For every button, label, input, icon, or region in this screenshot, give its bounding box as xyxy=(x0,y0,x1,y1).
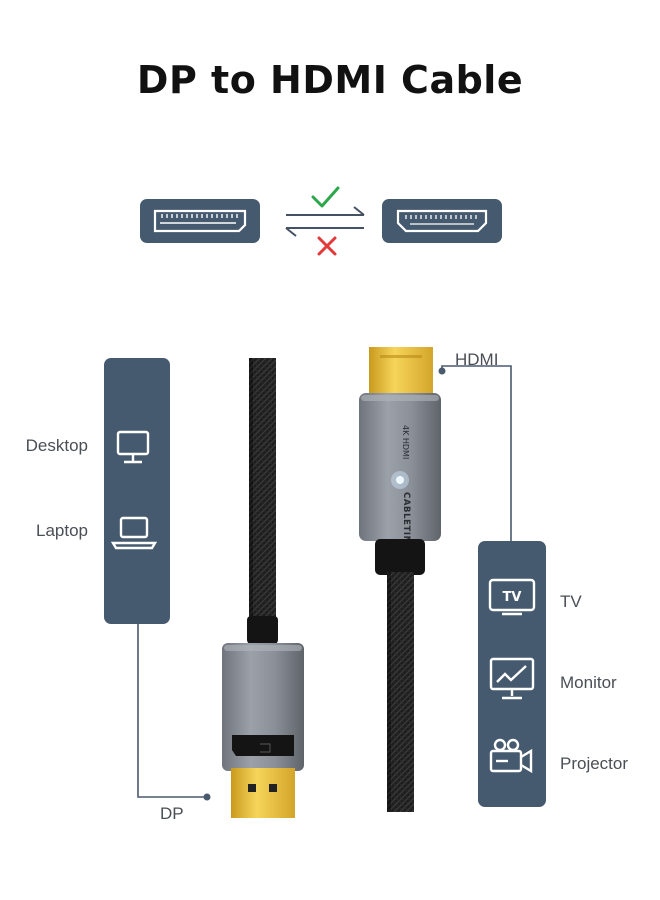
svg-text:TV: TV xyxy=(503,590,522,605)
connector-label-dp: DP xyxy=(160,804,184,823)
brand-text: CABLETIME xyxy=(401,492,411,551)
device-label-tv: TV xyxy=(560,592,582,611)
dp-leader-line xyxy=(137,624,206,798)
hdmi-port-badge xyxy=(382,199,502,243)
connector-label-hdmi: HDMI xyxy=(455,350,499,369)
dp-cable xyxy=(247,358,278,644)
display-device-panel: TV xyxy=(478,541,546,807)
hdmi-cable xyxy=(387,572,414,812)
hdmi-leader-line xyxy=(441,365,512,541)
spec-text: 4K HDMI xyxy=(401,425,410,459)
source-device-panel xyxy=(104,358,170,624)
dp-connector xyxy=(222,643,304,818)
check-icon xyxy=(311,186,340,208)
device-label-desktop: Desktop xyxy=(25,436,88,455)
desktop-monitor-icon xyxy=(116,430,150,464)
device-label-laptop: Laptop xyxy=(36,521,88,540)
laptop-icon xyxy=(110,516,158,550)
dp-latch-icon xyxy=(232,735,294,756)
device-label-projector: Projector xyxy=(560,754,629,773)
projector-camera-icon xyxy=(489,738,533,774)
dp-port-pins-icon xyxy=(160,214,238,224)
device-label-monitor: Monitor xyxy=(560,673,617,692)
dp-port-badge xyxy=(140,199,260,243)
hdmi-port-pins-icon xyxy=(405,215,477,225)
monitor-chart-icon xyxy=(489,657,535,700)
cross-icon xyxy=(317,236,337,256)
hdmi-connector: 4K HDMI CABLETIME xyxy=(359,347,441,575)
page-title: DP to HDMI Cable xyxy=(136,58,524,102)
led-indicator xyxy=(391,471,409,489)
direction-arrows xyxy=(285,186,365,256)
tv-icon: TV xyxy=(488,578,536,616)
